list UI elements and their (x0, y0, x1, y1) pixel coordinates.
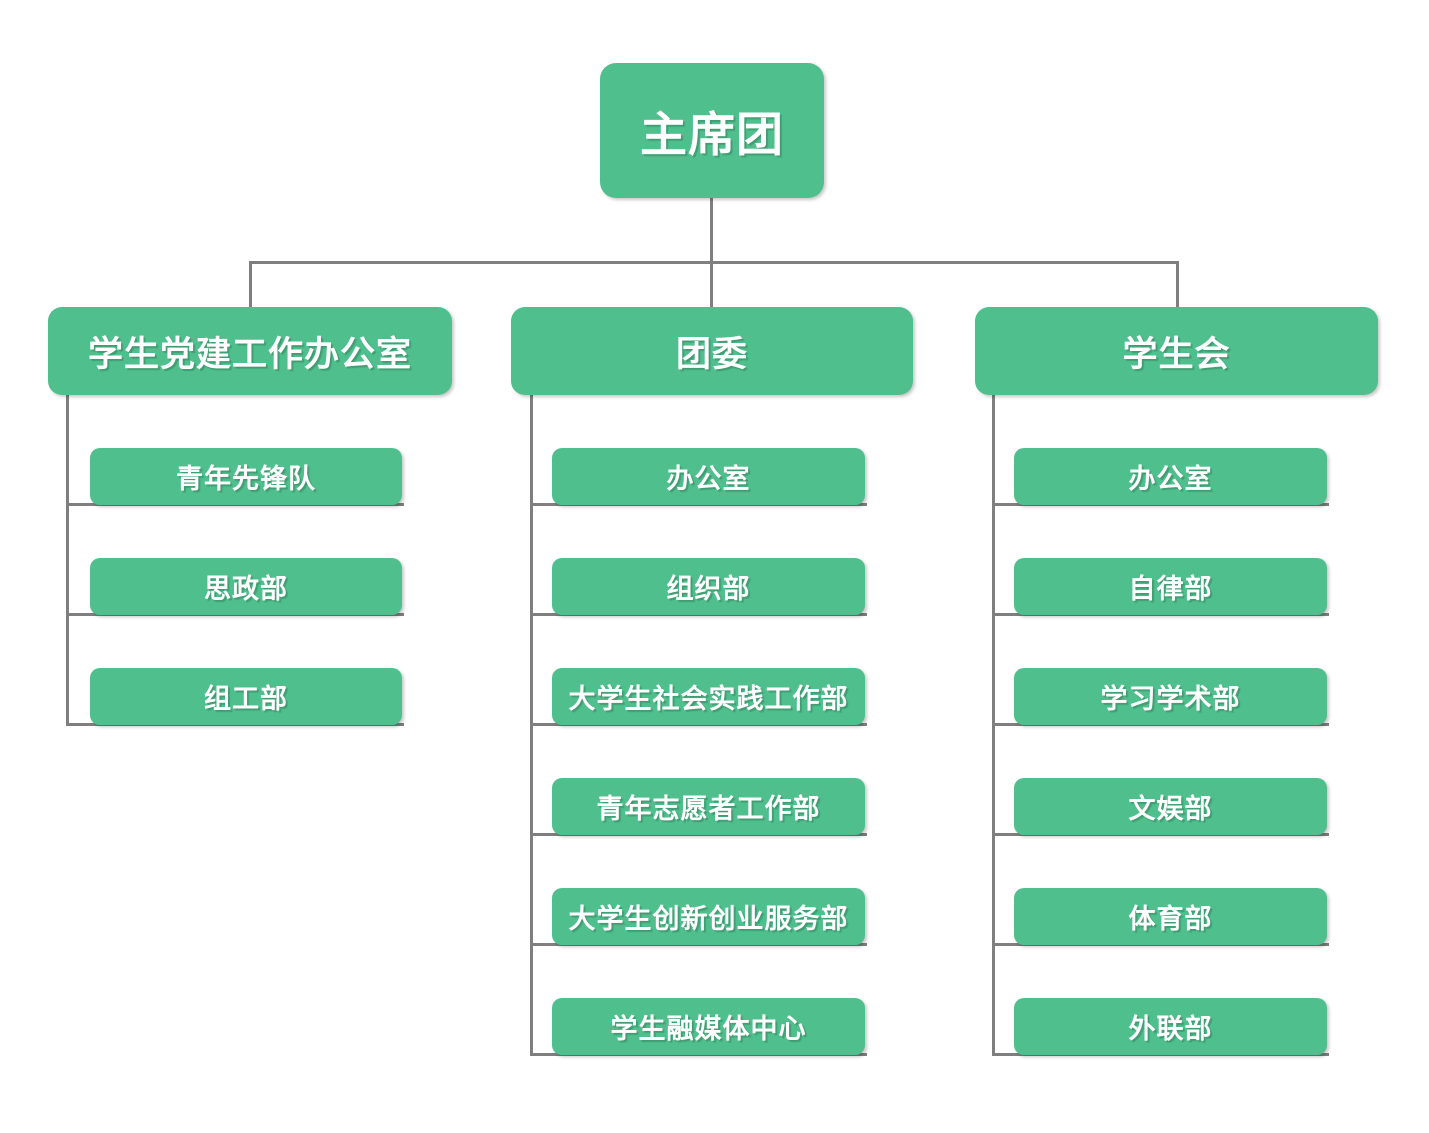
org-node-root[interactable]: 主席团 (600, 63, 824, 198)
org-node-child[interactable]: 青年志愿者工作部 (552, 778, 865, 835)
org-node-branch-league-committee[interactable]: 团委 (511, 307, 913, 395)
org-node-branch-student-union[interactable]: 学生会 (975, 307, 1378, 395)
org-node-child[interactable]: 体育部 (1014, 888, 1327, 945)
org-node-child[interactable]: 文娱部 (1014, 778, 1327, 835)
org-node-child[interactable]: 大学生社会实践工作部 (552, 668, 865, 725)
org-node-child[interactable]: 大学生创新创业服务部 (552, 888, 865, 945)
org-node-child[interactable]: 学生融媒体中心 (552, 998, 865, 1055)
org-node-child[interactable]: 组织部 (552, 558, 865, 615)
org-node-child[interactable]: 外联部 (1014, 998, 1327, 1055)
connector-top-bar (249, 261, 1179, 264)
org-node-child[interactable]: 学习学术部 (1014, 668, 1327, 725)
connector-trunk-left (66, 394, 69, 726)
org-node-child[interactable]: 组工部 (90, 668, 402, 725)
connector-drop-left (249, 261, 252, 308)
org-node-child[interactable]: 办公室 (1014, 448, 1327, 505)
org-node-branch-party-office[interactable]: 学生党建工作办公室 (48, 307, 452, 395)
org-node-child[interactable]: 青年先锋队 (90, 448, 402, 505)
connector-root-stem (710, 198, 713, 262)
org-node-child[interactable]: 办公室 (552, 448, 865, 505)
org-node-child[interactable]: 思政部 (90, 558, 402, 615)
connector-drop-middle (710, 261, 713, 308)
org-node-child[interactable]: 自律部 (1014, 558, 1327, 615)
connector-drop-right (1176, 261, 1179, 308)
